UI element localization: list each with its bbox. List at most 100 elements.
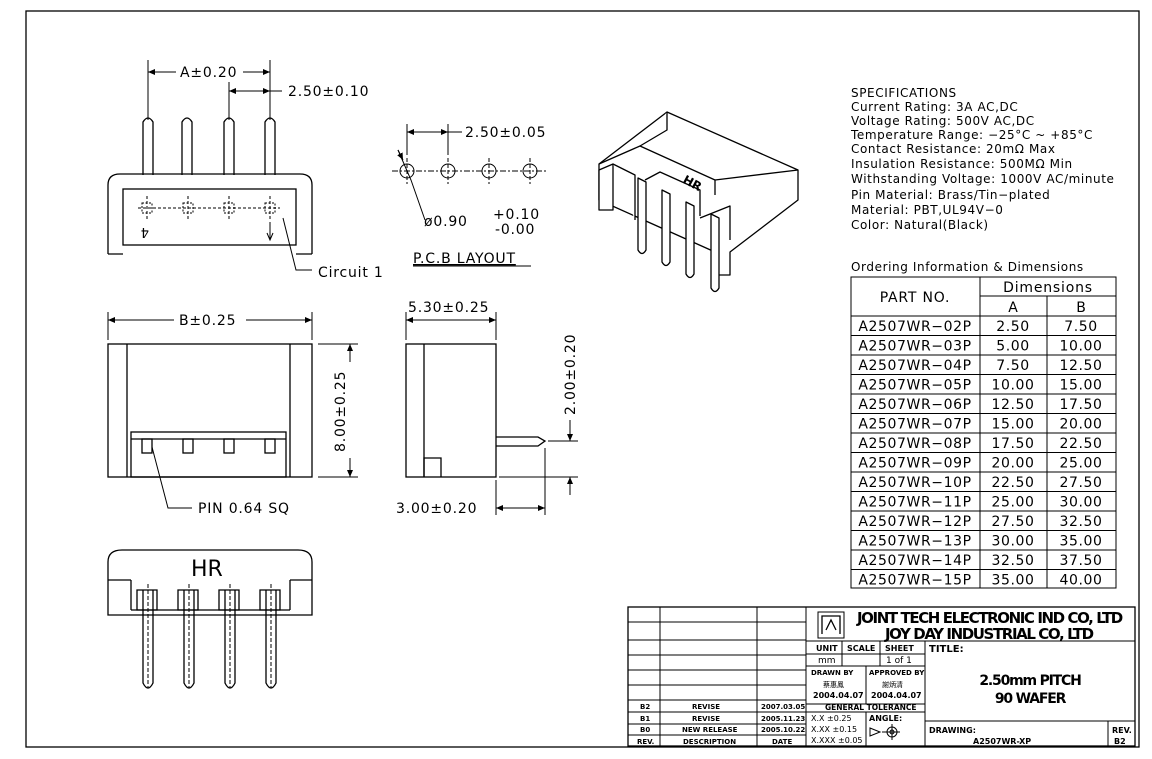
circuit1-label: Circuit 1 [318, 265, 384, 281]
title-line-2: 90 WAFER [995, 691, 1067, 707]
spec-line: Pin Material: Brass/Tin−plated [851, 188, 1050, 202]
spec-line: Temperature Range: −25°C ~ +85°C [850, 128, 1093, 142]
dim-depth-label: 5.30±0.25 [408, 300, 489, 316]
approved-date: 2004.04.07 [871, 691, 922, 700]
table-cell-part-no: A2507WR−04P [858, 358, 971, 374]
sheet-label: SHEET [885, 644, 914, 653]
dim-pitch-top-label: 2.50±0.10 [288, 84, 369, 100]
dim-height-label: 8.00±0.25 [333, 371, 349, 452]
revision-desc: REVISE [692, 703, 720, 711]
ordering-col-a: A [1008, 300, 1018, 316]
table-cell-part-no: A2507WR−13P [858, 534, 971, 550]
bottom-view-pins [136, 589, 281, 689]
angle-label: ANGLE: [869, 714, 902, 723]
table-cell-dim-a: 10.00 [991, 378, 1034, 394]
title-block [627, 606, 1136, 747]
table-cell-dim-b: 27.50 [1059, 475, 1102, 491]
table-cell-dim-b: 20.00 [1059, 417, 1102, 433]
table-cell-dim-a: 25.00 [991, 495, 1034, 511]
table-cell-dim-b: 40.00 [1059, 573, 1102, 589]
drawing-no-label: DRAWING: [929, 726, 976, 735]
spec-line: Voltage Rating: 500V AC,DC [851, 114, 1035, 128]
spec-line: Insulation Resistance: 500MΩ Min [851, 157, 1073, 171]
spec-line: Current Rating: 3A AC,DC [851, 100, 1018, 114]
drawn-by-label: DRAWN BY [811, 669, 854, 677]
ordering-col-dims: Dimensions [1003, 280, 1093, 296]
table-cell-dim-b: 12.50 [1059, 358, 1102, 374]
table-cell-dim-b: 7.50 [1064, 319, 1098, 335]
table-cell-dim-b: 32.50 [1059, 514, 1102, 530]
dim-a-label: A±0.20 [180, 65, 237, 81]
revision-desc: REVISE [692, 715, 720, 723]
ordering-title: Ordering Information & Dimensions [851, 260, 1084, 274]
revision-head-rev: REV. [637, 738, 654, 746]
pin-size-label: PIN 0.64 SQ [198, 501, 290, 517]
table-cell-dim-b: 37.50 [1059, 553, 1102, 569]
revision-rev: B0 [640, 726, 650, 734]
top-view [107, 60, 313, 271]
tolerance-3: X.XXX ±0.05 [811, 736, 863, 745]
tolerance-label: GENERAL TOLERANCE [825, 703, 917, 712]
hole-tol-plus: +0.10 [493, 207, 540, 223]
spec-line: Contact Resistance: 20mΩ Max [851, 142, 1056, 156]
dim-b-label: B±0.25 [179, 313, 236, 329]
revision-date: 2007.03.05 [761, 703, 805, 711]
revision-desc: NEW RELEASE [682, 726, 738, 734]
company-name-1: JOINT TECH ELECTRONIC IND CO, LTD [856, 609, 1123, 627]
table-cell-part-no: A2507WR−10P [858, 475, 971, 491]
table-cell-part-no: A2507WR−12P [858, 514, 971, 530]
dim-pin-length-label: 3.00±0.20 [396, 501, 477, 517]
table-cell-part-no: A2507WR−05P [858, 378, 971, 394]
table-cell-dim-a: 2.50 [996, 319, 1030, 335]
isometric-pins [637, 177, 720, 293]
table-cell-dim-a: 27.50 [991, 514, 1034, 530]
revision-date: 2005.10.22 [761, 726, 805, 734]
bottom-view [107, 549, 313, 689]
table-cell-dim-a: 22.50 [991, 475, 1034, 491]
table-cell-dim-a: 15.00 [991, 417, 1034, 433]
table-cell-dim-a: 20.00 [991, 456, 1034, 472]
revision-head-date: DATE [772, 738, 792, 746]
revision-date: 2005.11.23 [761, 715, 805, 723]
table-cell-dim-b: 35.00 [1059, 534, 1102, 550]
sheet-value: 1 of 1 [886, 656, 912, 666]
ordering-col-b: B [1076, 300, 1086, 316]
table-cell-dim-a: 12.50 [991, 397, 1034, 413]
specifications-block: SPECIFICATIONS Current Rating: 3A AC,DC … [850, 86, 1115, 232]
drawing-no: A2507WR-XP [973, 737, 1031, 746]
revision-rev: B1 [640, 715, 650, 723]
table-cell-part-no: A2507WR−09P [858, 456, 971, 472]
sheet-border [25, 10, 1140, 748]
top-view-pins [142, 117, 276, 175]
pcb-pitch-label: 2.50±0.05 [465, 125, 546, 141]
table-cell-part-no: A2507WR−07P [858, 417, 971, 433]
table-cell-dim-a: 7.50 [996, 358, 1030, 374]
table-cell-dim-a: 5.00 [996, 339, 1030, 355]
isometric-view [598, 111, 799, 293]
title-label: TITLE: [929, 644, 964, 655]
table-cell-dim-b: 25.00 [1059, 456, 1102, 472]
revision-rev: B2 [640, 703, 650, 711]
side-view [405, 312, 578, 515]
drawn-by-name: 蔡惠鳳 [823, 680, 844, 689]
ordering-table [850, 276, 1117, 589]
table-cell-dim-a: 17.50 [991, 436, 1034, 452]
bottom-view-hr-mark: HR [191, 557, 223, 582]
drawn-date: 2004.04.07 [813, 691, 864, 700]
table-cell-part-no: A2507WR−06P [858, 397, 971, 413]
approved-by-label: APPROVED BY [869, 669, 925, 677]
table-cell-dim-a: 35.00 [991, 573, 1034, 589]
table-cell-part-no: A2507WR−08P [858, 436, 971, 452]
table-cell-dim-a: 30.00 [991, 534, 1034, 550]
spec-line: Withstanding Voltage: 1000V AC/minute [851, 172, 1115, 186]
table-cell-part-no: A2507WR−15P [858, 573, 971, 589]
title-line-1: 2.50mm PITCH [979, 673, 1081, 689]
pcb-layout-title: P.C.B LAYOUT [413, 251, 516, 267]
pcb-layout [392, 124, 548, 221]
scale-label: SCALE [847, 644, 875, 653]
spec-line: Color: Natural(Black) [851, 218, 989, 232]
unit-value: mm [818, 656, 836, 666]
unit-label: UNIT [816, 644, 838, 653]
approved-by-name: 謝炳清 [882, 680, 903, 689]
